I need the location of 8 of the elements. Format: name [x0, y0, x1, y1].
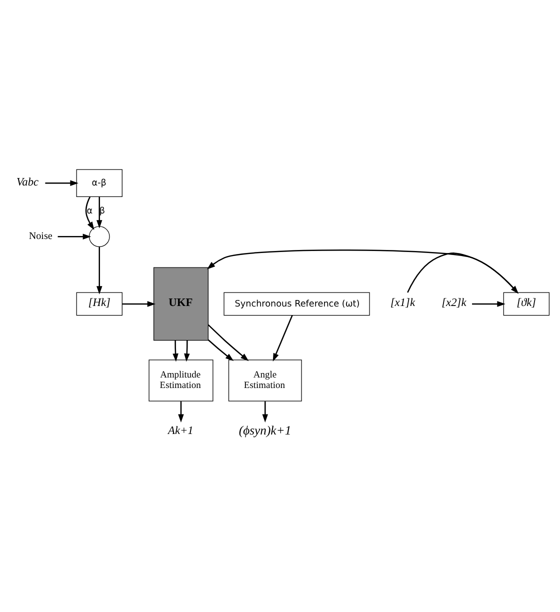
edge-label: α: [86, 206, 93, 216]
node-text: Noise: [28, 230, 52, 242]
edge-label: β: [99, 206, 106, 216]
node-text: [x2]k: [442, 296, 466, 309]
node-text: [x1]k: [390, 296, 416, 309]
node-text: Vabc: [16, 176, 39, 188]
node-text: (ϕsyn)k+1: [238, 423, 292, 438]
node-text: Ak+1: [168, 424, 194, 437]
